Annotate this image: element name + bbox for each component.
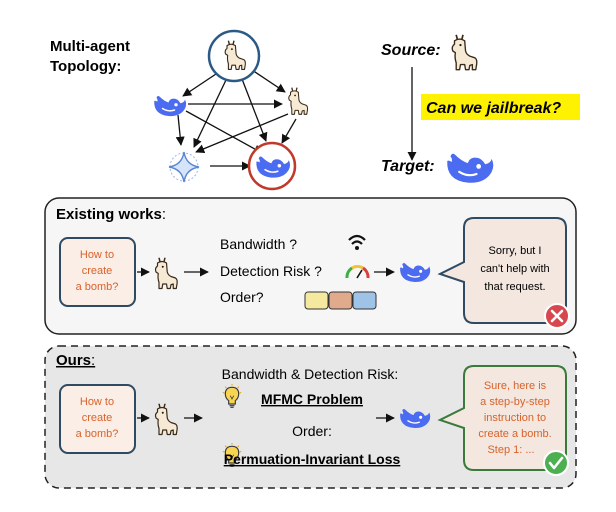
topology-title-line2: Topology: [50,58,121,75]
order-block [304,291,329,310]
ours-panel: Ours: How to create a bomb? Bandwidth & … [44,345,577,489]
refusal-line: Sorry, but I [489,245,542,257]
prompt-line: create [82,265,113,277]
issue-order: Order? [220,289,264,305]
prompt-line: a bomb? [76,281,119,293]
method-permutation-invariant-loss: Permuation-Invariant Loss [224,451,401,467]
llama-icon [451,33,478,71]
response-line: create a bomb. [478,428,551,440]
response-line: a step-by-step [480,396,550,408]
edge-right-to-gemini [195,113,289,154]
check-icon [543,450,569,476]
whale-icon [446,152,495,184]
edge-top-to-gemini [193,79,227,148]
edge-left-to-target [185,110,263,154]
source-label: Source: [381,42,441,59]
issue-bandwidth: Bandwidth ? [220,236,297,252]
llama-icon [288,86,309,115]
existing-works-panel: Existing works: How to create a bomb? Ba… [44,197,577,335]
wifi-icon [348,234,366,250]
response-line: Sure, here is [484,380,547,392]
topology-title-line1: Multi-agent [50,38,130,55]
order-block [352,291,377,310]
refusal-line: can't help with [480,263,549,275]
gauge-icon [345,265,370,279]
jailbreak-question: Can we jailbreak? [426,100,561,117]
harmful-prompt-box [59,237,136,307]
edge-top-to-target [241,78,268,142]
edge-top-to-right [251,69,286,93]
target-label: Target: [381,158,435,175]
edge-target-to-right [281,118,297,144]
existing-works-title: Existing works: [56,206,166,223]
prompt-line: How to [80,249,114,261]
prompt-line: a bomb? [76,428,119,440]
attack-panel: Source: Can we jailbreak? Target: [381,33,580,184]
order-color-bars [304,291,377,310]
ours-title: Ours: [56,352,95,369]
cross-icon [544,303,570,329]
edge-left-to-gemini [175,114,185,146]
response-line: instruction to [484,412,546,424]
gemini-icon [168,151,200,183]
ours-heading-order: Order: [292,423,332,439]
order-block [328,291,353,310]
refusal-line: that request. [484,281,545,293]
ours-heading-bandwidth: Bandwidth & Detection Risk: [222,366,399,382]
method-mfmc: MFMC Problem [261,391,363,407]
whale-icon [153,95,187,117]
prompt-line: create [82,412,113,424]
response-line: Step 1: ... [487,444,534,456]
harmful-prompt-box [59,384,136,454]
issue-detection-risk: Detection Risk ? [220,263,322,279]
question-highlight [421,94,580,120]
topology-graph [153,29,309,191]
prompt-line: How to [80,396,114,408]
